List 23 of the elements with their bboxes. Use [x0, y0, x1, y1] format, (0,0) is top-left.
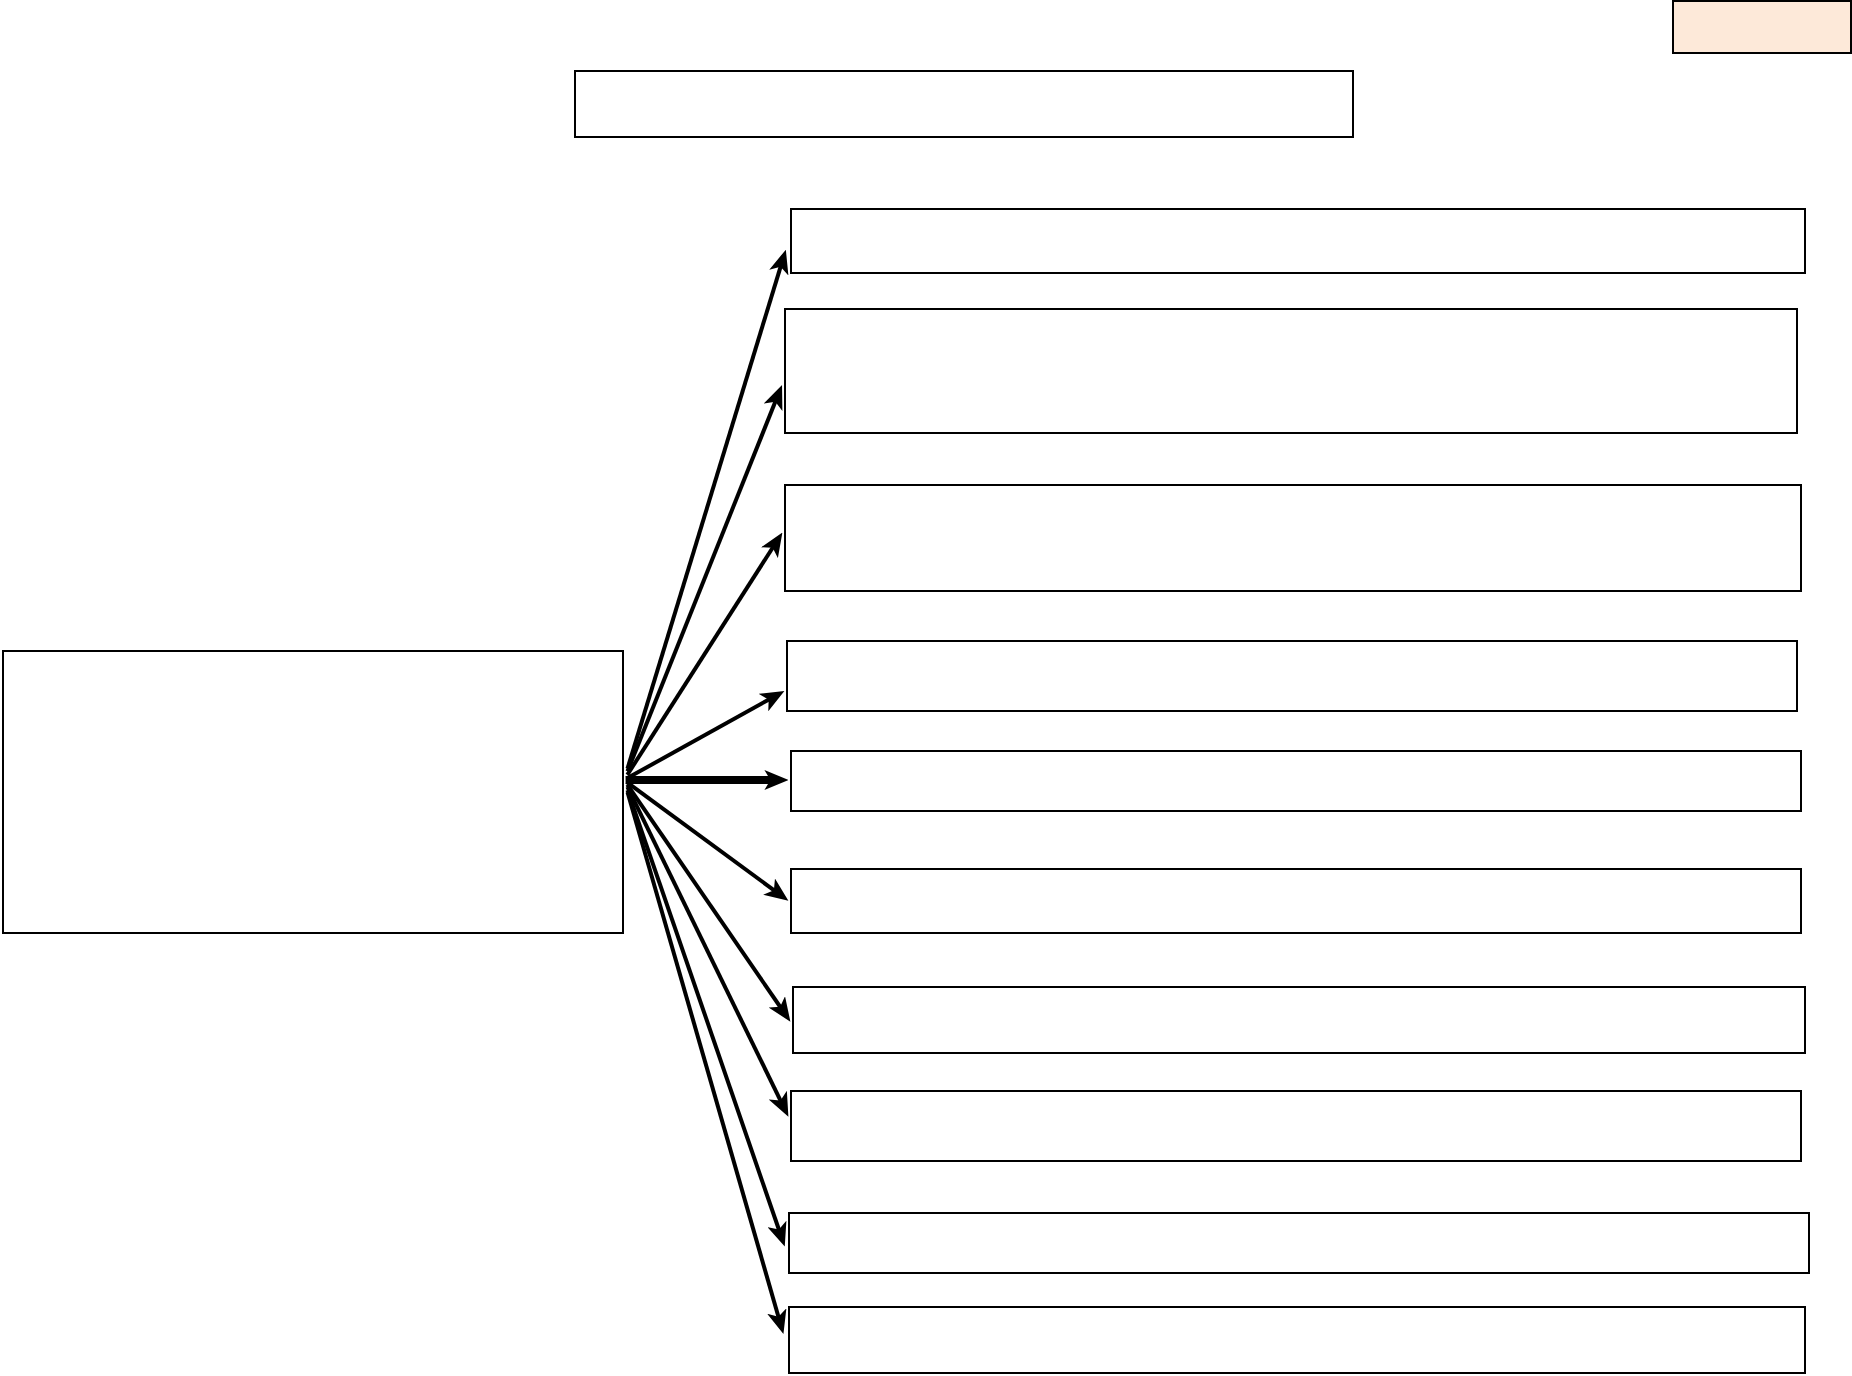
arrow: [625, 532, 783, 776]
blank-title-box: [574, 70, 1354, 138]
arrow: [625, 384, 783, 773]
arrow: [625, 789, 787, 1247]
blank-box: [784, 308, 1798, 434]
arrow: [625, 249, 789, 770]
blank-box: [788, 1306, 1806, 1374]
blank-box: [790, 208, 1806, 274]
blank-box: [2, 650, 624, 934]
blank-box: [792, 986, 1806, 1054]
blank-tag-box: [1672, 0, 1852, 54]
arrow: [625, 783, 791, 1022]
blank-box: [784, 484, 1802, 592]
arrow: [625, 780, 789, 901]
blank-box: [788, 1212, 1810, 1274]
blank-box: [790, 868, 1802, 934]
blank-box: [786, 640, 1798, 712]
arrow: [625, 690, 785, 781]
arrow: [625, 786, 789, 1117]
arrow: [625, 791, 787, 1335]
blank-box: [790, 1090, 1802, 1162]
arrow: [625, 770, 789, 790]
blank-box: [790, 750, 1802, 812]
